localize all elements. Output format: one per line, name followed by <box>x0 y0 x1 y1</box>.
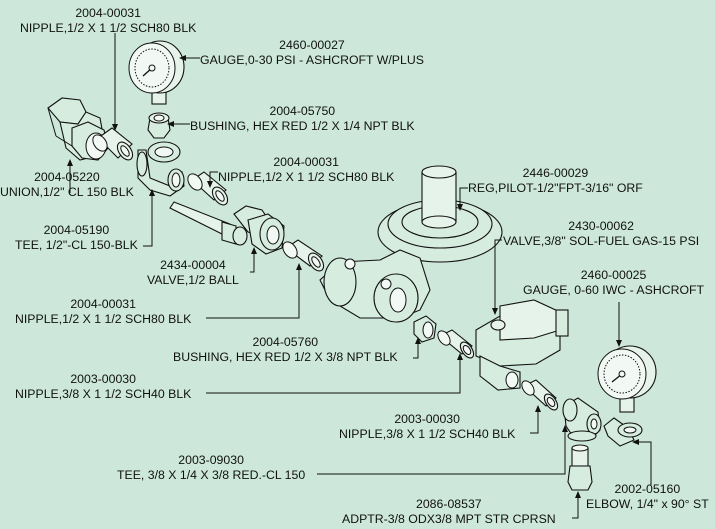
part-number: 2004-00031 <box>70 297 136 311</box>
gauge-psi-part <box>128 40 185 105</box>
union-part <box>47 97 109 161</box>
part-number: 2003-00030 <box>394 412 460 426</box>
callout-gauge-psi[interactable]: 2460-00027 GAUGE,0-30 PSI - ASHCROFT W/P… <box>200 38 424 68</box>
part-number: 2004-05220 <box>34 170 100 184</box>
callout-adapter[interactable]: 2086-08537 ADPTR-3/8 ODX3/8 MPT STR CPRS… <box>342 497 556 527</box>
callout-tee-reducer[interactable]: 2003-09030 TEE, 3/8 X 1/4 X 3/8 RED.-CL … <box>117 453 305 483</box>
regulator-part <box>319 165 503 323</box>
callout-nipple-low[interactable]: 2004-00031 NIPPLE,1/2 X 1 1/2 SCH80 BLK <box>15 297 191 327</box>
part-number: 2004-05750 <box>269 104 336 118</box>
elbow-part <box>603 417 643 447</box>
callout-tee-1-2[interactable]: 2004-05190 TEE, 1/2"-CL 150-BLK <box>15 223 138 253</box>
part-description: GAUGE,0-30 PSI - ASHCROFT W/PLUS <box>200 53 424 67</box>
bushing-3-8-part <box>413 315 437 343</box>
callout-union[interactable]: 2004-05220 UNION,1/2" CL 150 BLK <box>0 170 134 200</box>
callout-nipple-3-8-b[interactable]: 2003-00030 NIPPLE,3/8 X 1 1/2 SCH40 BLK <box>339 412 515 442</box>
part-description: VALVE,1/2 BALL <box>147 273 239 287</box>
part-description: NIPPLE,1/2 X 1 1/2 SCH80 BLK <box>15 312 192 326</box>
adapter-part <box>567 444 593 491</box>
part-number: 2434-00004 <box>160 258 226 272</box>
part-number: 2004-05190 <box>43 223 110 237</box>
part-number: 2002-05160 <box>614 482 681 496</box>
part-number: 2004-00031 <box>273 155 339 169</box>
part-description: ELBOW, 1/4" x 90° ST <box>586 497 709 511</box>
callout-nipple-top[interactable]: 2004-00031 NIPPLE,1/2 X 1 1/2 SCH80 BLK <box>20 6 196 36</box>
part-description: NIPPLE,3/8 X 1 1/2 SCH40 BLK <box>339 427 516 441</box>
part-description: NIPPLE,1/2 X 1 1/2 SCH80 BLK <box>218 170 395 184</box>
part-number: 2446-00029 <box>522 166 589 180</box>
part-number: 2004-05760 <box>252 335 319 349</box>
tee-reducer-part <box>562 397 602 442</box>
part-description: BUSHING, HEX RED 1/2 X 1/4 NPT BLK <box>190 119 415 133</box>
callout-gauge-iwc[interactable]: 2460-00025 GAUGE, 0-60 IWC - ASHCROFT <box>523 268 704 298</box>
part-number: 2004-00031 <box>75 6 141 20</box>
callout-regulator[interactable]: 2446-00029 REG,PILOT-1/2"FPT-3/16" ORF <box>468 166 643 196</box>
callout-nipple-3-8-a[interactable]: 2003-00030 NIPPLE,3/8 X 1 1/2 SCH40 BLK <box>15 372 191 402</box>
solenoid-valve-part <box>475 299 569 391</box>
ball-valve-part <box>169 201 285 255</box>
nipple-3-8-part-a <box>437 329 475 359</box>
nipple-part-1 <box>92 127 134 161</box>
part-number: 2430-00062 <box>568 219 634 233</box>
part-number: 2460-00027 <box>279 38 345 52</box>
nipple-part-2 <box>187 171 229 206</box>
callout-elbow[interactable]: 2002-05160 ELBOW, 1/4" x 90° ST <box>586 482 709 512</box>
part-number: 2086-08537 <box>416 497 482 511</box>
part-number: 2460-00025 <box>580 268 647 282</box>
part-description: TEE, 3/8 X 1/4 X 3/8 RED.-CL 150 <box>117 468 306 482</box>
part-description: REG,PILOT-1/2"FPT-3/16" ORF <box>468 181 643 195</box>
part-description: NIPPLE,3/8 X 1 1/2 SCH40 BLK <box>15 387 192 401</box>
part-description: NIPPLE,1/2 X 1 1/2 SCH80 BLK <box>20 21 197 35</box>
callout-ball-valve[interactable]: 2434-00004 VALVE,1/2 BALL <box>147 258 239 288</box>
nipple-3-8-part-b <box>521 379 559 411</box>
callout-bushing-3-8[interactable]: 2004-05760 BUSHING, HEX RED 1/2 X 3/8 NP… <box>173 335 398 365</box>
leader-lines <box>67 33 652 519</box>
part-description: ADPTR-3/8 ODX3/8 MPT STR CPRSN <box>342 512 556 526</box>
part-number: 2003-00030 <box>70 372 136 386</box>
callout-bushing-1-4[interactable]: 2004-05750 BUSHING, HEX RED 1/2 X 1/4 NP… <box>190 104 415 134</box>
nipple-part-3 <box>282 239 325 272</box>
callout-sol-valve[interactable]: 2430-00062 VALVE,3/8" SOL-FUEL GAS-15 PS… <box>503 219 699 249</box>
part-description: GAUGE, 0-60 IWC - ASHCROFT <box>523 283 705 297</box>
part-description: UNION,1/2" CL 150 BLK <box>0 185 134 199</box>
part-description: BUSHING, HEX RED 1/2 X 3/8 NPT BLK <box>173 350 398 364</box>
gauge-iwc-part <box>597 345 657 413</box>
bushing-1-4-part <box>147 112 171 139</box>
tee-1-2-part <box>136 141 185 197</box>
callout-nipple-mid[interactable]: 2004-00031 NIPPLE,1/2 X 1 1/2 SCH80 BLK <box>218 155 394 185</box>
part-description: TEE, 1/2"-CL 150-BLK <box>15 238 138 252</box>
part-number: 2003-09030 <box>178 453 244 467</box>
part-description: VALVE,3/8" SOL-FUEL GAS-15 PSI <box>503 234 700 248</box>
